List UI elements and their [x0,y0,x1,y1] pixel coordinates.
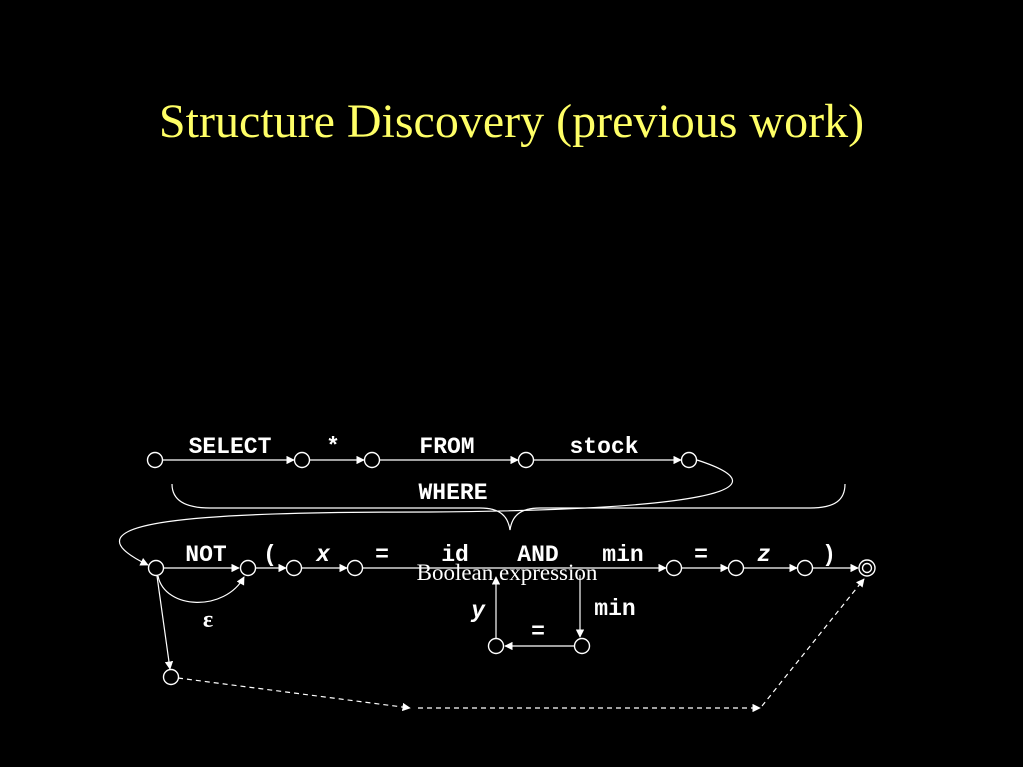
state-node [147,559,165,577]
slide-title: Structure Discovery (previous work) [158,95,865,148]
state-node [665,559,683,577]
label-min: min [602,542,643,568]
accepting-state-node-inner [861,562,873,574]
state-node [239,559,257,577]
label-epsilon: ε [203,607,213,633]
label-open-paren: ( [263,542,277,568]
state-node [487,637,505,655]
state-node [680,451,698,469]
state-node [346,559,364,577]
label-not: NOT [185,542,227,568]
label-select: SELECT [189,434,272,460]
state-node [727,559,745,577]
label-and: AND [517,542,558,568]
label-x: x [315,542,331,568]
dashed-edge-3 [761,578,865,707]
edge-epsilon [157,575,245,603]
label-equals-1: = [375,542,389,568]
label-stock: stock [569,434,638,460]
label-from: FROM [419,434,474,460]
label-equals-2: = [694,542,708,568]
where-brace [171,483,846,531]
label-where: WHERE [418,480,487,506]
label-min-sub: min [594,596,635,622]
label-y: y [470,598,486,624]
label-equals-sub: = [531,619,545,645]
label-boolean-expression: Boolean expression [417,560,598,585]
state-node [363,451,381,469]
state-node [285,559,303,577]
label-close-paren: ) [822,542,836,568]
state-node [517,451,535,469]
dashed-edge-1 [177,677,411,712]
edge-alt-down [156,575,174,670]
state-node [146,451,164,469]
label-id: id [441,542,469,568]
edge-where-return [119,459,733,566]
label-star: * [326,434,340,460]
state-node [573,637,591,655]
state-node [293,451,311,469]
state-node [162,668,180,686]
state-node [796,559,814,577]
label-z: z [757,542,771,568]
